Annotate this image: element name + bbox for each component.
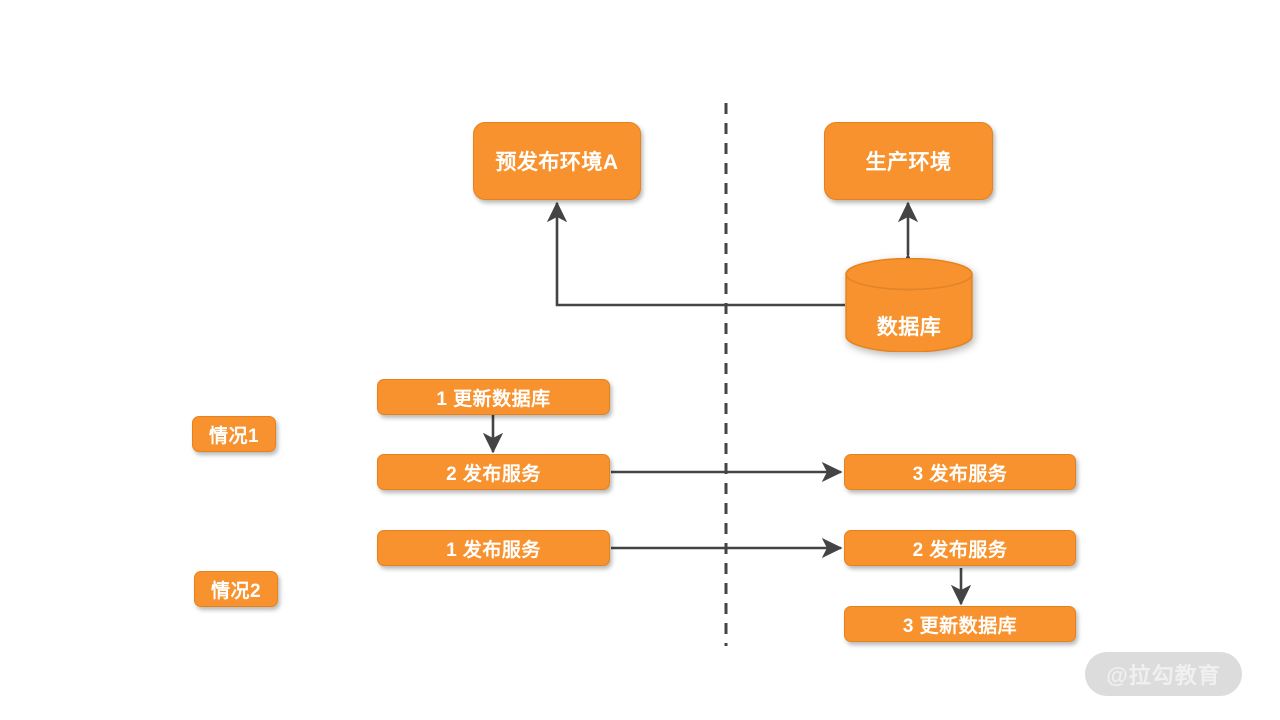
case2-step-3[interactable]: 3 更新数据库 — [844, 606, 1076, 642]
case-label-2[interactable]: 情况2 — [194, 571, 278, 607]
arrow-db-to-pre-release — [546, 201, 845, 307]
watermark-badge: @拉勾教育 — [1085, 652, 1242, 696]
database-cylinder-icon — [845, 257, 973, 353]
case1-step-2[interactable]: 2 发布服务 — [377, 454, 610, 490]
node-production-environment[interactable]: 生产环境 — [824, 122, 993, 200]
case1-step-3[interactable]: 3 发布服务 — [844, 454, 1076, 490]
case-label-1[interactable]: 情况1 — [192, 416, 276, 452]
case2-step-2[interactable]: 2 发布服务 — [844, 530, 1076, 566]
case1-step-1[interactable]: 1 更新数据库 — [377, 379, 610, 415]
case2-step-1[interactable]: 1 发布服务 — [377, 530, 610, 566]
node-database[interactable]: 数据库 — [845, 257, 973, 353]
node-pre-release-environment[interactable]: 预发布环境A — [473, 122, 641, 200]
